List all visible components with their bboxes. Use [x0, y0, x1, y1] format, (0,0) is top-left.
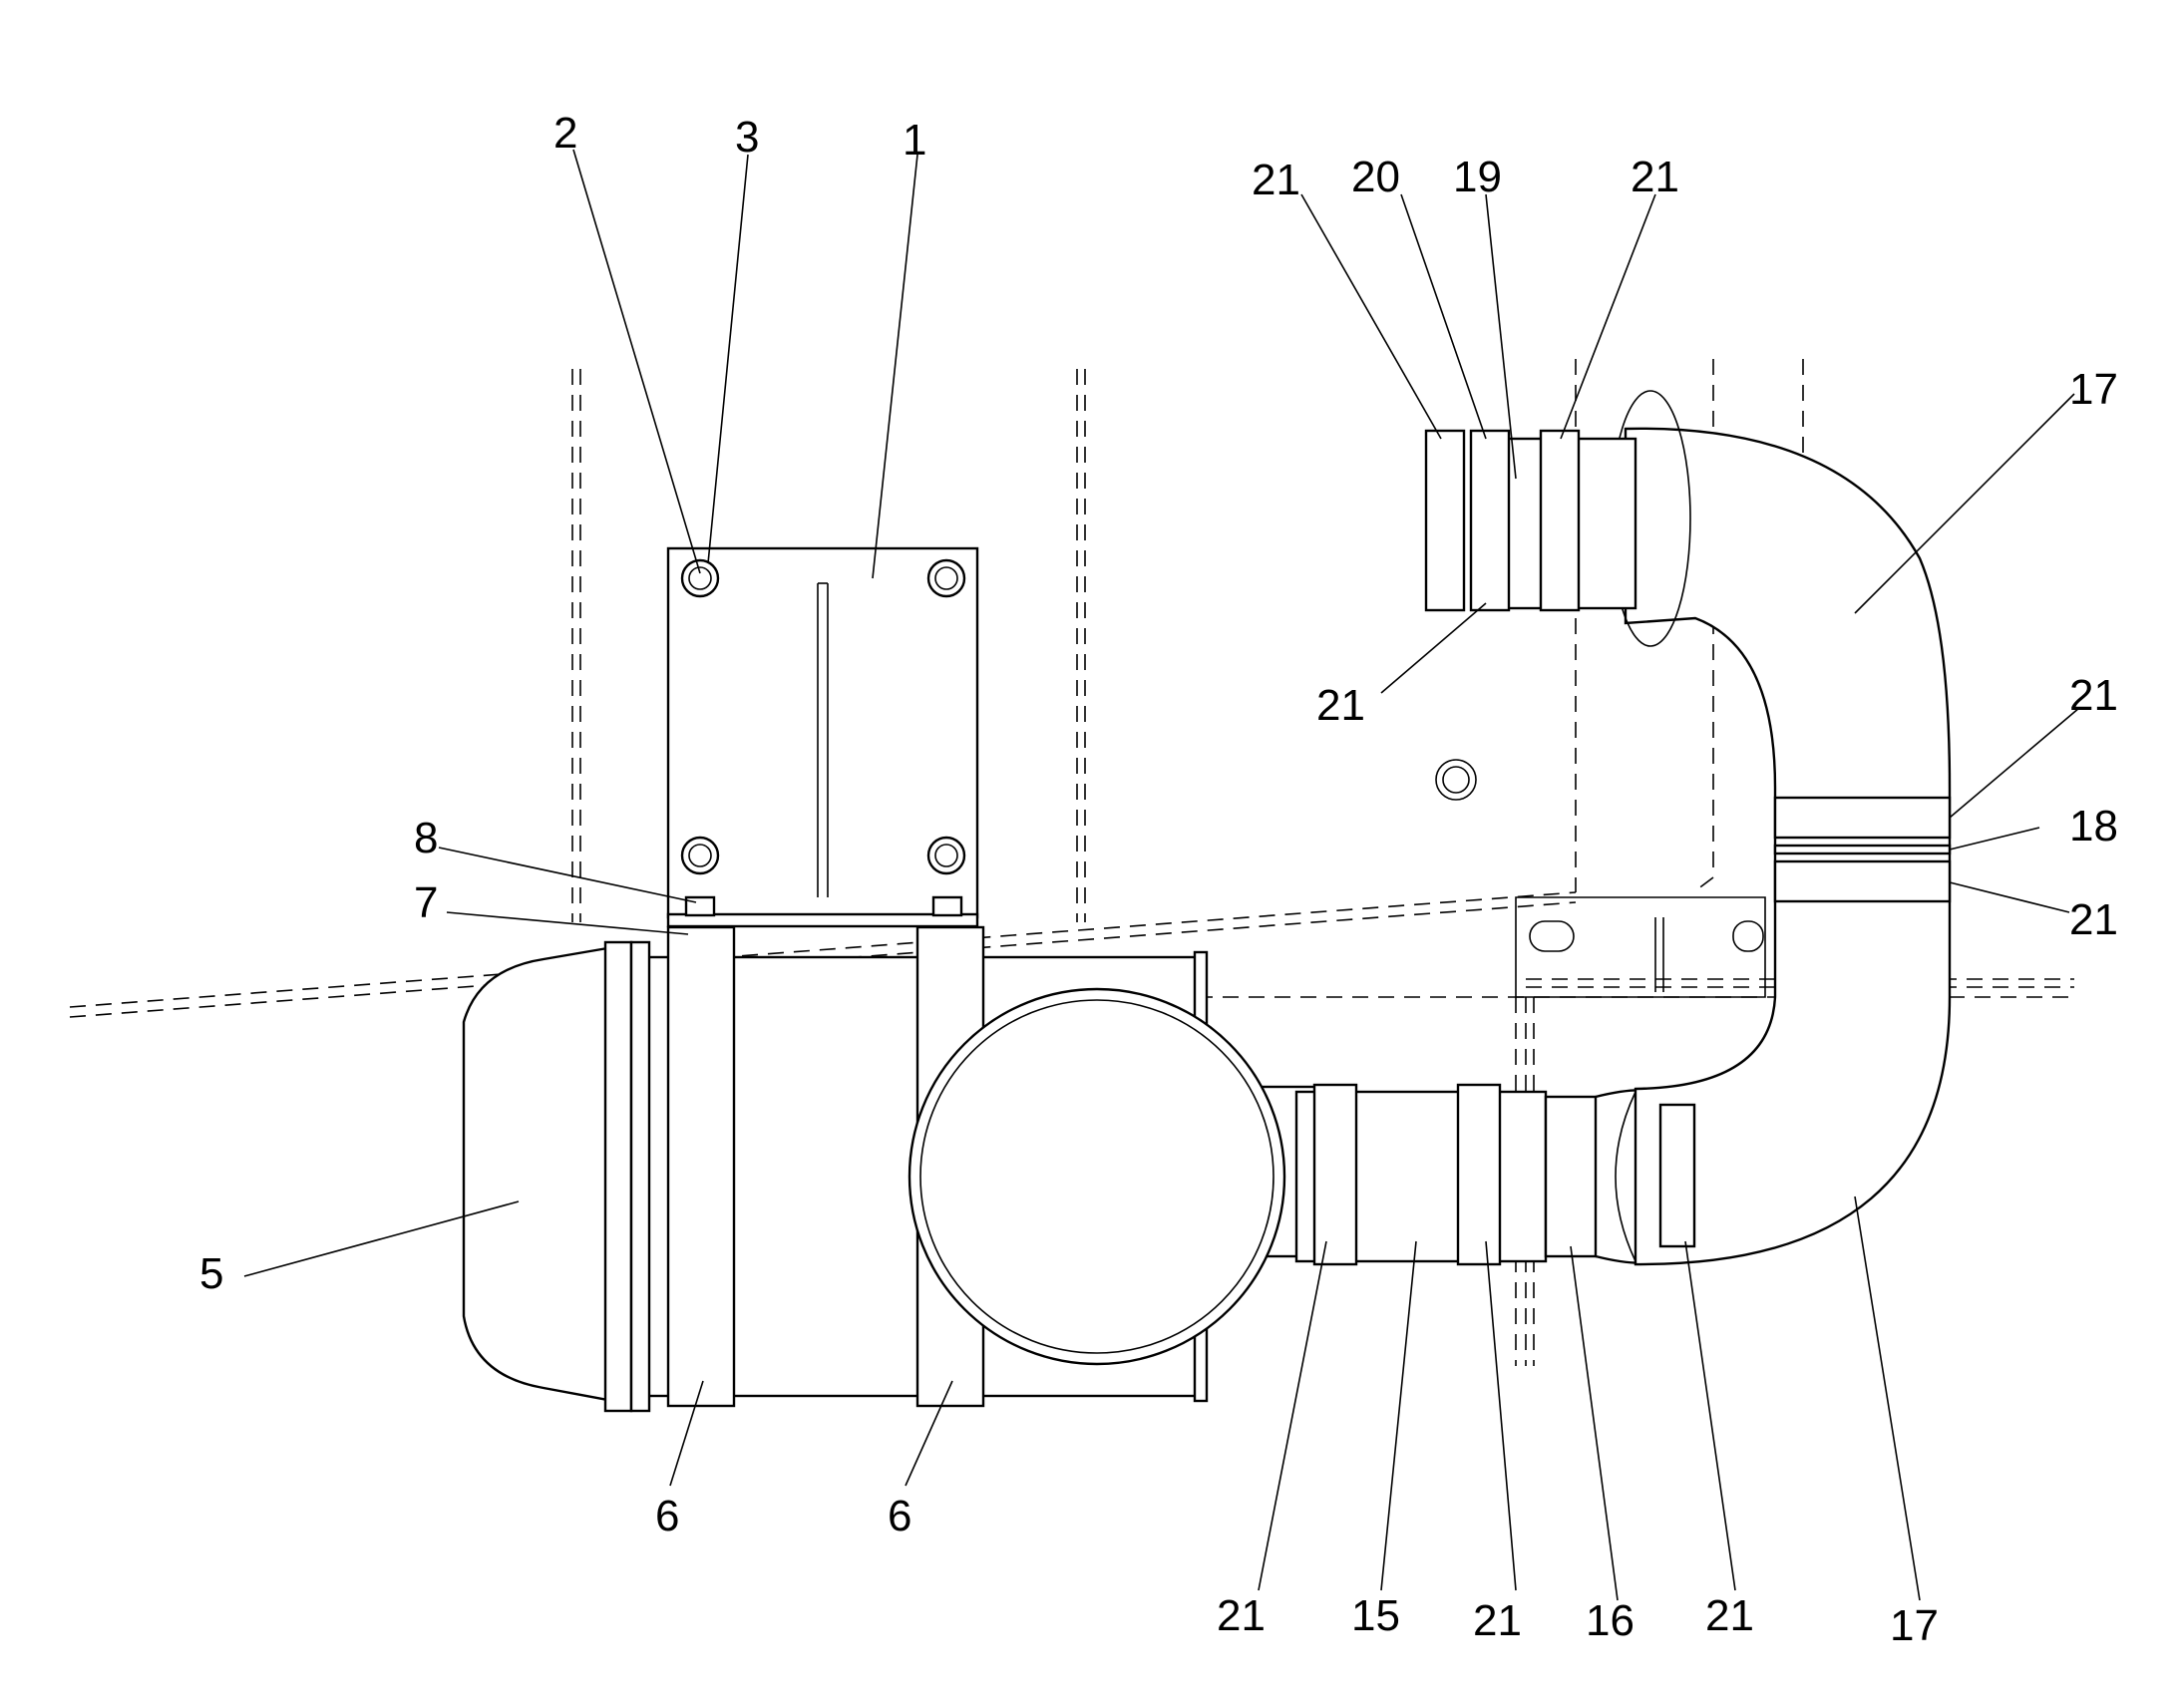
label-21-top-1: 21 [1252, 156, 1300, 204]
label-16: 16 [1586, 1596, 1635, 1645]
label-6-right: 6 [888, 1492, 911, 1540]
label-21-right-1: 21 [2069, 671, 2118, 720]
label-2: 2 [553, 109, 577, 158]
label-19: 19 [1453, 153, 1502, 201]
label-8: 8 [414, 814, 438, 862]
label-5: 5 [199, 1249, 223, 1298]
mounting-plate [666, 546, 979, 928]
label-6-left: 6 [655, 1492, 679, 1540]
label-21-mid: 21 [1316, 681, 1365, 730]
label-15: 15 [1351, 1591, 1400, 1640]
label-17-bottom: 17 [1890, 1601, 1939, 1650]
lower-clamps [1312, 1083, 1696, 1266]
muffler-outlet [908, 987, 1328, 1366]
frame-bracket [1435, 759, 1766, 998]
label-21-bottom-3: 21 [1705, 1591, 1754, 1640]
label-21-bottom-1: 21 [1217, 1591, 1266, 1640]
label-21-top-2: 21 [1631, 153, 1679, 201]
label-17-top: 17 [2069, 365, 2118, 414]
label-18: 18 [2069, 802, 2118, 851]
u-bend-pipe [1610, 390, 1952, 1266]
label-20: 20 [1351, 153, 1400, 201]
label-21-bottom-2: 21 [1473, 1596, 1522, 1645]
top-clamp-cluster [1424, 429, 1637, 612]
part-labels: 2 3 1 8 7 5 6 6 21 15 21 16 21 17 17 21 … [199, 109, 2118, 1650]
leader-lines [243, 149, 2080, 1601]
label-1: 1 [903, 116, 926, 165]
label-7: 7 [414, 878, 438, 927]
label-21-right-2: 21 [2069, 895, 2118, 944]
label-3: 3 [735, 113, 759, 162]
plate-bolt-holes [680, 558, 966, 875]
